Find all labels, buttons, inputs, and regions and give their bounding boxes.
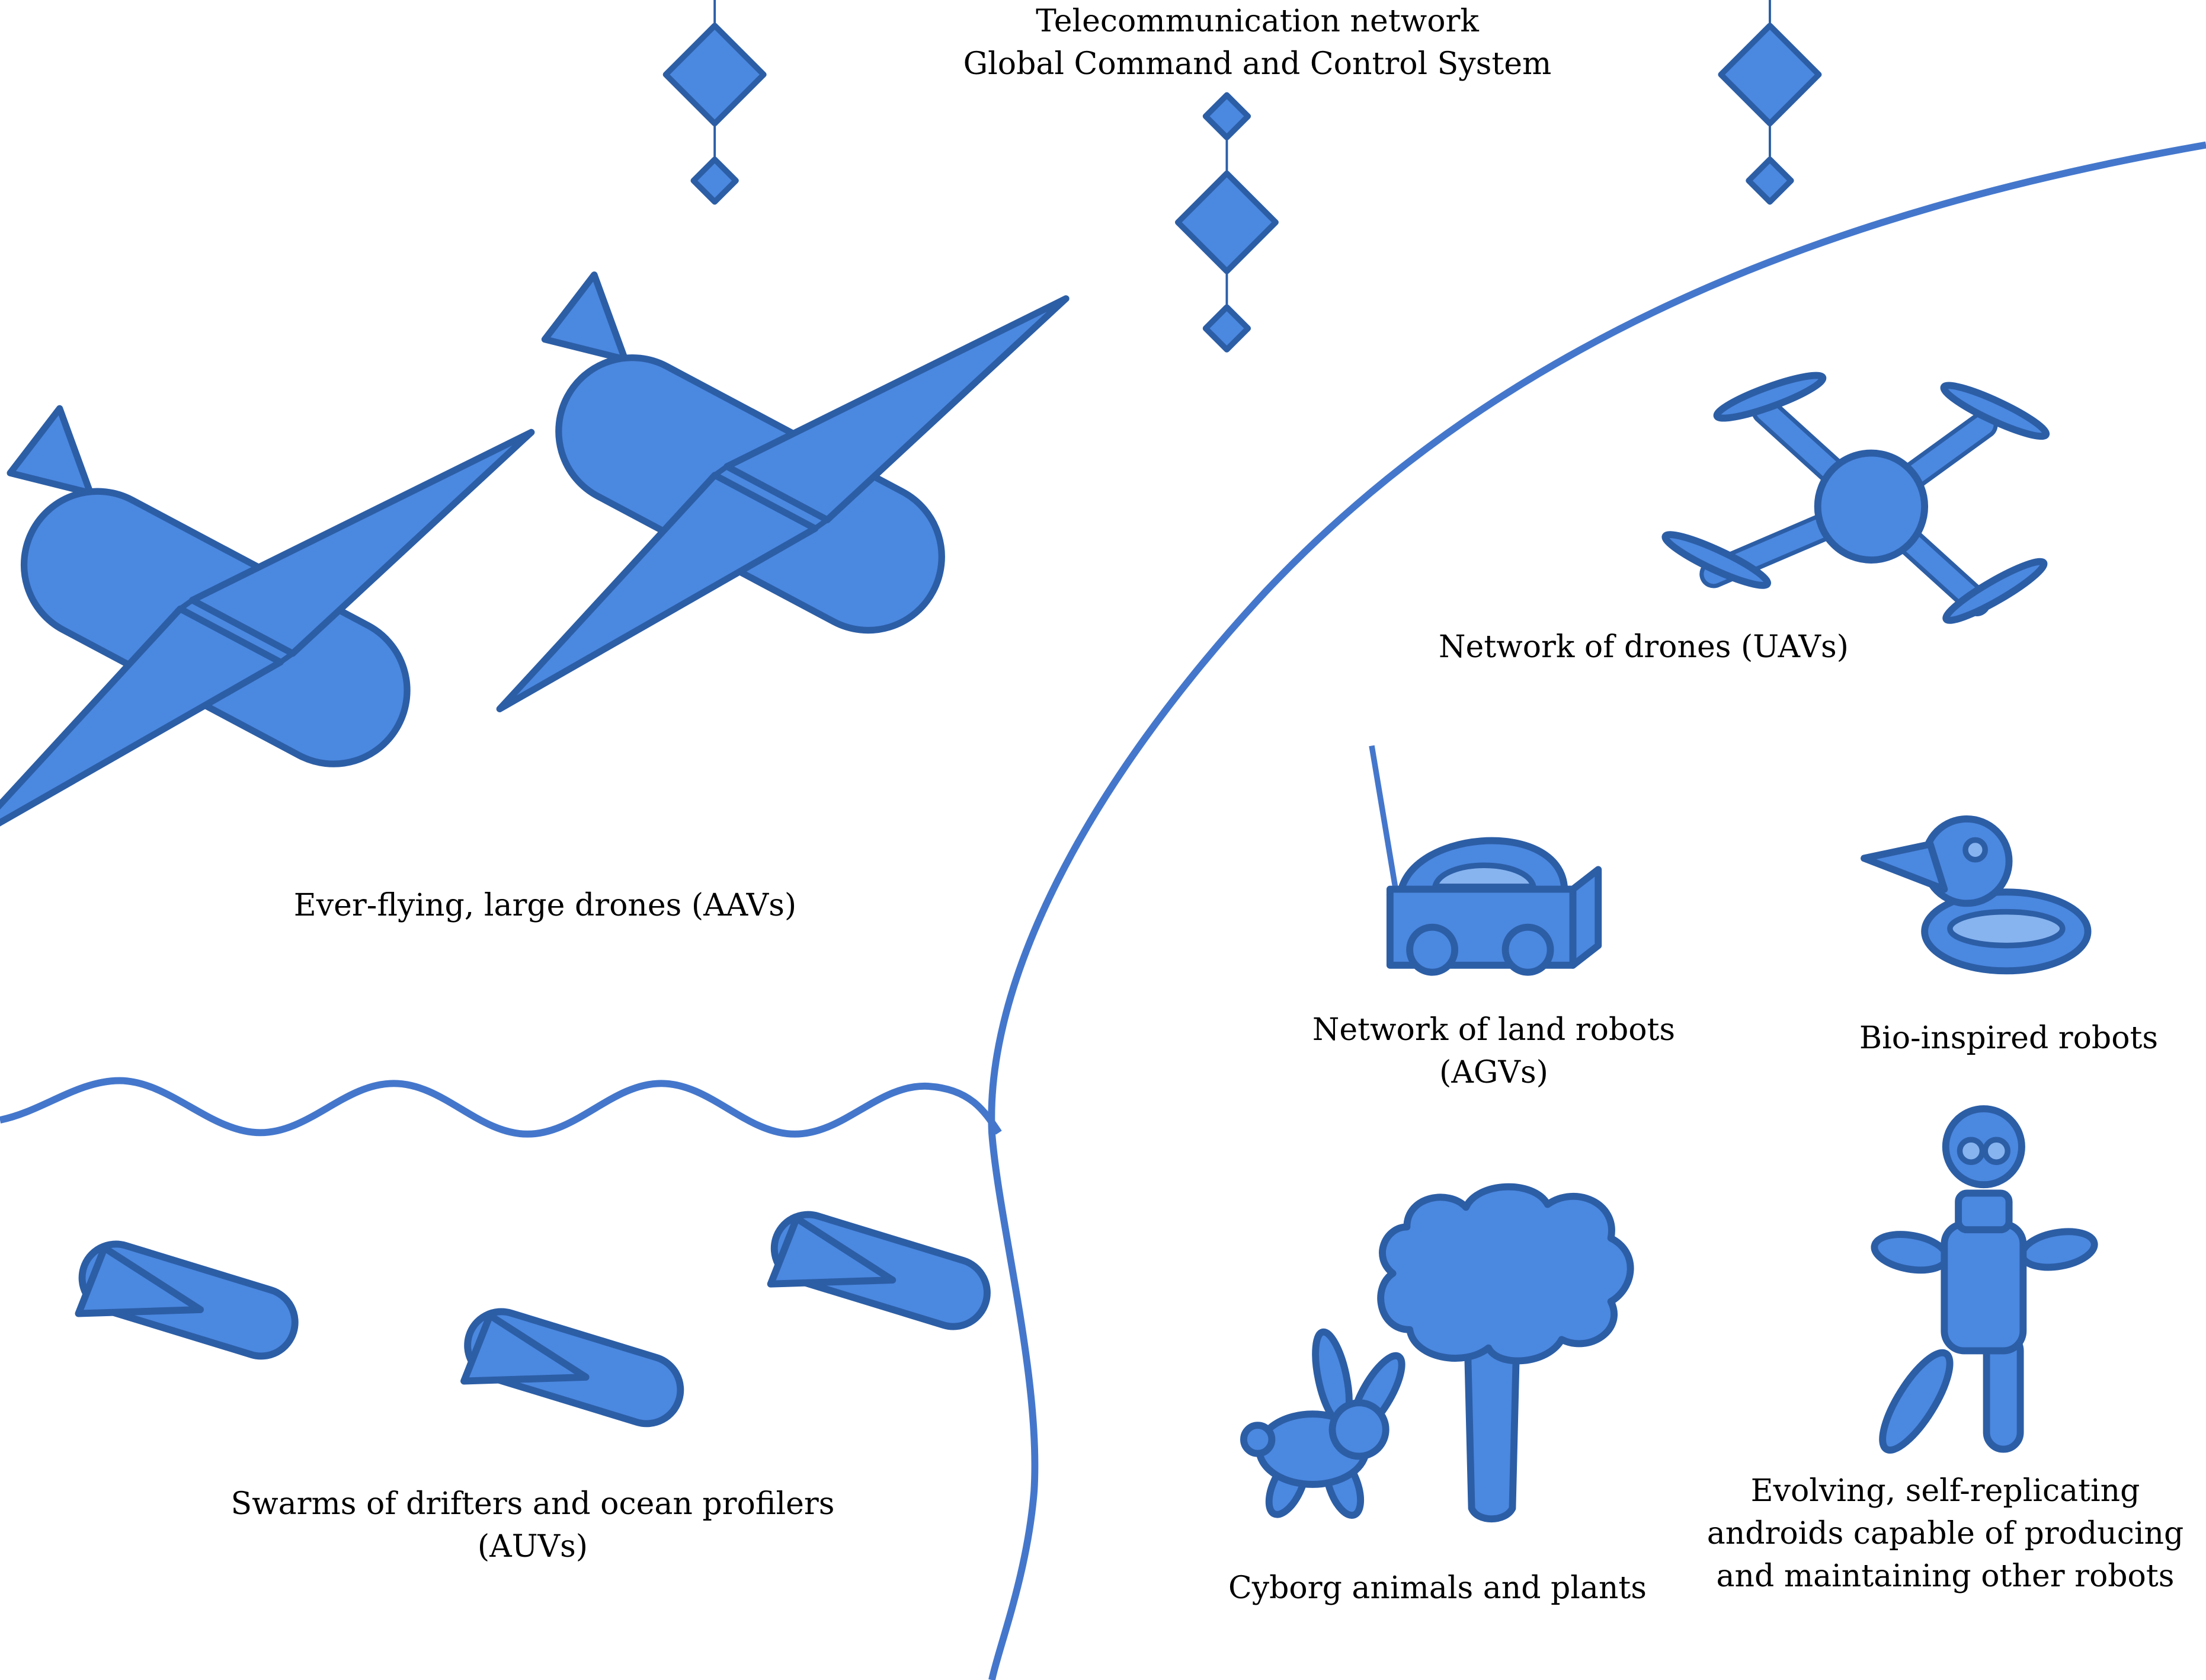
label-auvs: Swarms of drifters and ocean profilers (…	[230, 1486, 835, 1564]
label-telecom-network: Telecommunication network Global Command…	[963, 4, 1552, 82]
label-agvs: Network of land robots (AGVs)	[1312, 1012, 1676, 1090]
label-bio-inspired: Bio-inspired robots	[1859, 1020, 2159, 1056]
underwater-drifter-icon	[71, 1236, 303, 1375]
fixed-wing-drone-icon	[0, 225, 549, 996]
land-robot-icon	[1369, 745, 1602, 976]
land-air-boundary	[988, 141, 2206, 1680]
satellite-icon	[1100, 95, 1355, 350]
tree-icon	[1377, 1183, 1634, 1523]
label-aavs: Ever-flying, large drones (AAVs)	[293, 888, 797, 923]
rabbit-icon	[1240, 1328, 1405, 1519]
label-cyborg: Cyborg animals and plants	[1228, 1570, 1647, 1606]
label-androids: Evolving, self-replicating androids capa…	[1706, 1473, 2184, 1594]
ocean-surface-wave	[0, 1077, 1002, 1138]
underwater-drifter-icon	[763, 1206, 995, 1345]
underwater-drifter-icon	[456, 1303, 689, 1442]
satellite-icon	[587, 0, 842, 202]
label-uavs: Network of drones (UAVs)	[1439, 629, 1849, 665]
bird-robot-icon	[1861, 815, 2092, 975]
android-icon	[1871, 1105, 2098, 1454]
quadcopter-icon	[1661, 372, 2050, 624]
satellite-icon	[1643, 0, 1897, 202]
